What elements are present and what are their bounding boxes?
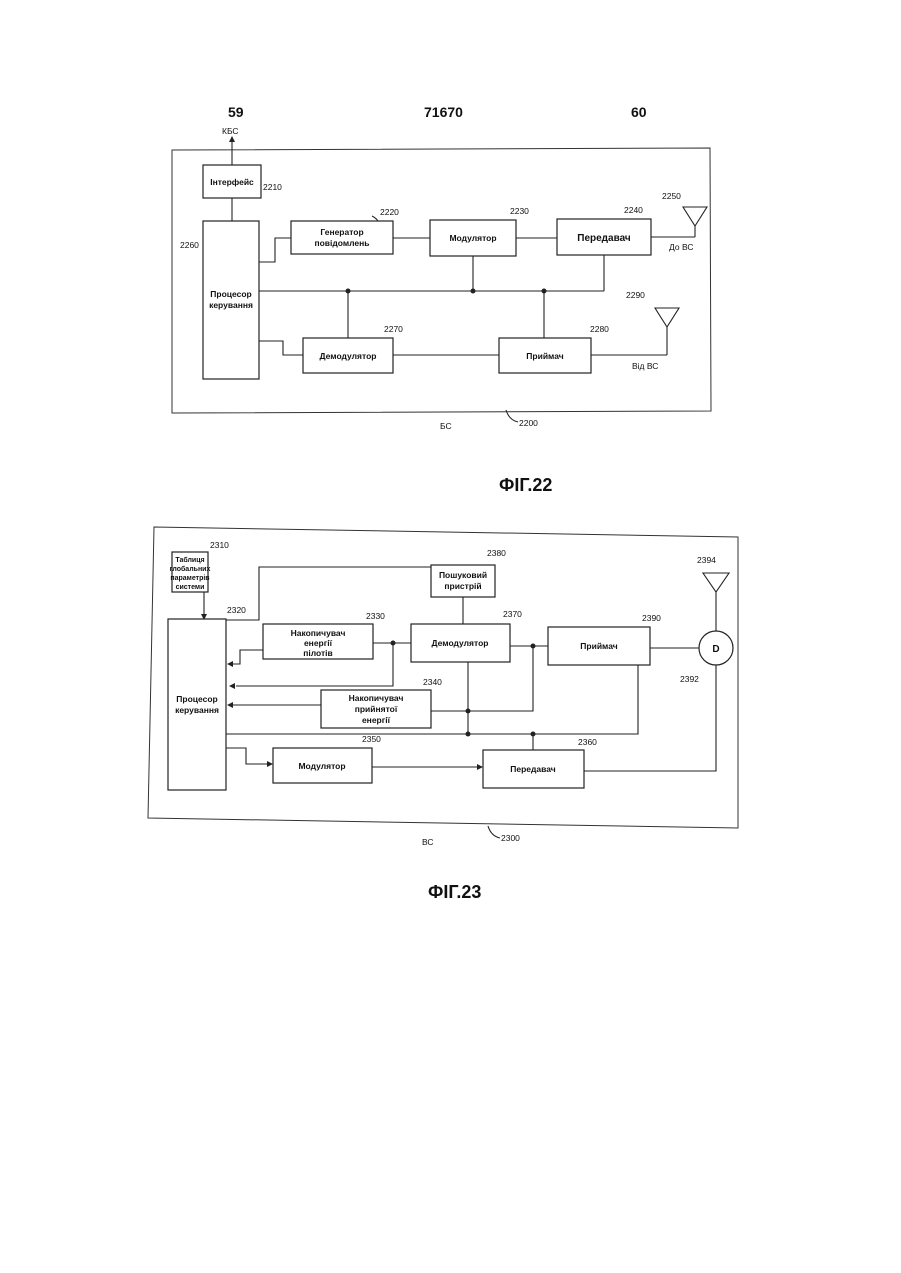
- fig22-caption: ФІГ.22: [499, 475, 552, 496]
- fig23-transmitter-label: Передавач: [510, 764, 556, 774]
- fig23-searcher-label-2: пристрій: [444, 581, 481, 591]
- fig22-receiver-ref: 2280: [590, 324, 609, 334]
- fig23-rx-acc-ref: 2340: [423, 677, 442, 687]
- fig23-global-table-block: Таблиця глобальних параметрів системи: [170, 552, 211, 592]
- fig23-demodulator-label: Демодулятор: [432, 638, 489, 648]
- fig22-modulator-label: Модулятор: [449, 233, 496, 243]
- fig23-table-label-2: глобальних: [170, 565, 211, 573]
- fig23-table-label-4: системи: [176, 584, 205, 591]
- fig22-demodulator-ref: 2270: [384, 324, 403, 334]
- fig23-frame-label: ВС: [422, 837, 434, 847]
- fig23-rx-acc-label-1: Накопичувач: [349, 693, 404, 703]
- fig22-msg-gen-label-1: Генератор: [320, 227, 363, 237]
- fig22-tx-antenna-label: До ВС: [669, 242, 693, 252]
- fig22-control-processor-block: Процесор керування: [203, 221, 259, 379]
- fig23-pilot-acc-ref: 2330: [366, 611, 385, 621]
- fig22-msg-gen-ref: 2220: [380, 207, 399, 217]
- fig23-demodulator-block: Демодулятор: [411, 624, 510, 662]
- fig23-pilot-acc-label-3: пілотів: [303, 648, 333, 658]
- fig22-receiver-block: Приймач: [499, 338, 591, 373]
- fig23-transmitter-ref: 2360: [578, 737, 597, 747]
- fig23-duplexer-label: D: [712, 644, 719, 655]
- fig22-interface-block: Інтерфейс: [203, 165, 261, 198]
- fig23-receiver-ref: 2390: [642, 613, 661, 623]
- fig23-pilot-acc-label-1: Накопичувач: [291, 628, 346, 638]
- fig22-demodulator-label: Демодулятор: [320, 351, 377, 361]
- fig22-interface-label: Інтерфейс: [210, 177, 254, 187]
- fig23-processor-label-1: Процесор: [176, 694, 217, 704]
- fig22-receiver-label: Приймач: [526, 351, 563, 361]
- fig23-pilot-acc-label-2: енергії: [304, 638, 333, 648]
- fig23-processor-label-2: керування: [175, 705, 219, 715]
- fig23-received-accumulator-block: Накопичувач прийнятої енергії: [321, 690, 431, 728]
- fig23-antenna-icon: [703, 573, 729, 631]
- fig23-transmitter-block: Передавач: [483, 750, 584, 788]
- fig23-rx-acc-label-2: прийнятої: [355, 704, 398, 714]
- fig23-control-processor-block: Процесор керування: [168, 619, 226, 790]
- fig23-table-ref: 2310: [210, 540, 229, 550]
- fig22-transmitter-block: Передавач: [557, 219, 651, 255]
- fig22-tx-antenna-ref: 2250: [662, 191, 681, 201]
- fig23-demodulator-ref: 2370: [503, 609, 522, 619]
- fig23-searcher-block: Пошуковий пристрій: [431, 565, 495, 597]
- fig22-rx-antenna-ref: 2290: [626, 290, 645, 300]
- fig22-transmitter-ref: 2240: [624, 205, 643, 215]
- fig22-processor-label-1: Процесор: [210, 289, 251, 299]
- fig22-kbs-label: КБС: [222, 126, 239, 136]
- fig22-message-generator-block: Генератор повідомлень: [291, 221, 393, 254]
- fig23-processor-ref: 2320: [227, 605, 246, 615]
- fig22-transmitter-label: Передавач: [577, 233, 631, 244]
- fig23-antenna-ref: 2394: [697, 555, 716, 565]
- fig23-table-label-1: Таблиця: [175, 556, 204, 564]
- fig23-receiver-block: Приймач: [548, 627, 650, 665]
- fig23-caption: ФІГ.23: [428, 882, 481, 903]
- fig23-searcher-label-1: Пошуковий: [439, 570, 487, 580]
- fig22-kbs-link: [229, 136, 235, 165]
- fig23-modulator-label: Модулятор: [298, 761, 345, 771]
- fig23-frame-ref: 2300: [501, 833, 520, 843]
- fig22-rx-antenna-label: Від ВС: [632, 361, 658, 371]
- fig22-demodulator-block: Демодулятор: [303, 338, 393, 373]
- fig23-searcher-ref: 2380: [487, 548, 506, 558]
- fig22-modulator-block: Модулятор: [430, 220, 516, 256]
- fig23-receiver-label: Приймач: [580, 641, 617, 651]
- fig22-modulator-ref: 2230: [510, 206, 529, 216]
- fig22-interface-ref: 2210: [263, 182, 282, 192]
- fig23-duplexer-icon: D: [699, 631, 733, 665]
- fig23-table-label-3: параметрів: [170, 574, 210, 582]
- fig23-modulator-ref: 2350: [362, 734, 381, 744]
- fig23-pilot-accumulator-block: Накопичувач енергії пілотів: [263, 624, 373, 659]
- fig22-frame-ref: 2200: [519, 418, 538, 428]
- fig23-rx-acc-label-3: енергії: [362, 715, 391, 725]
- fig22-frame-label: БС: [440, 421, 452, 431]
- fig22-processor-ref: 2260: [180, 240, 199, 250]
- fig23-modulator-block: Модулятор: [273, 748, 372, 783]
- fig22-msg-gen-label-2: повідомлень: [314, 238, 369, 248]
- fig23-duplexer-ref: 2392: [680, 674, 699, 684]
- fig22-tx-antenna-icon: [651, 207, 707, 237]
- fig22-processor-label-2: керування: [209, 300, 253, 310]
